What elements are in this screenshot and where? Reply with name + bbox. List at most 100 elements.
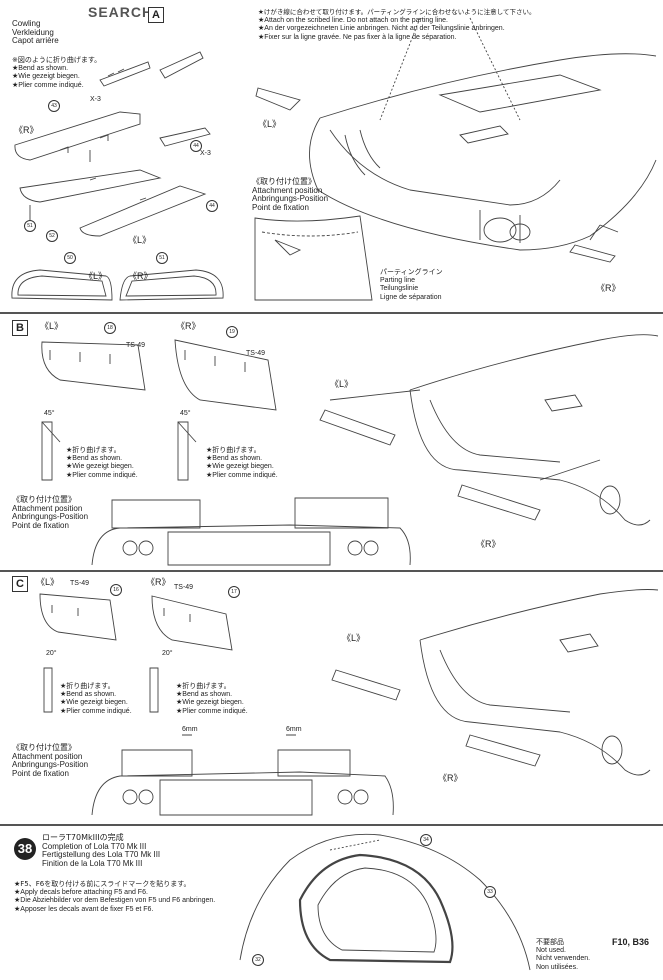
unused-line: 不要部品 — [536, 938, 564, 946]
r-label: 《R》 — [596, 283, 621, 293]
part-number-badge: 17 — [228, 586, 240, 598]
unused-parts-list: F10, B36 — [612, 937, 650, 947]
note-line: ★Apply decals before attaching F5 and F6… — [14, 888, 148, 896]
l-label: 《L》 — [40, 321, 64, 331]
l-label: 《L》 — [84, 271, 108, 281]
l-label: 《L》 — [258, 119, 282, 129]
part-number-badge: 51 — [156, 252, 168, 264]
l-label: 《L》 — [128, 235, 152, 245]
part-number-badge: 50 — [64, 252, 76, 264]
r-label: 《R》 — [476, 539, 501, 549]
l-label: 《L》 — [342, 633, 366, 643]
note-line: ★Wie gezeigt biegen. — [206, 463, 274, 470]
attach-line: 《取り付け位置》 — [12, 495, 76, 504]
l-label: 《L》 — [330, 379, 354, 389]
bend-note-right: ★折り曲げます。 ★Bend as shown. ★Wie gezeigt bi… — [206, 446, 278, 480]
title-line: Fertigstellung des Lola T70 Mk III — [42, 850, 161, 859]
angle-label: 45° — [180, 410, 191, 417]
section-a-box: A — [148, 7, 164, 23]
attach-line: Anbringungs-Position — [12, 512, 89, 521]
bend-note-left: ★折り曲げます。 ★Bend as shown. ★Wie gezeigt bi… — [60, 682, 132, 716]
x3-label: X-3 — [90, 96, 101, 103]
note-line: ★Die Abziehbilder vor dem Befestigen von… — [14, 897, 216, 904]
note-line: ★Bend as shown. — [176, 690, 233, 698]
step38-title: ローラT70MkIIIの完成 Completion of Lola T70 Mk… — [42, 833, 161, 868]
note-line: ★An der vorgezeichneten Linie anbringen.… — [258, 25, 505, 32]
title-line: Verkleidung — [12, 27, 54, 37]
section-b-attach-position: 《取り付け位置》 Attachment position Anbringungs… — [12, 495, 89, 530]
bend-note-left: ★折り曲げます。 ★Bend as shown. ★Wie gezeigt bi… — [66, 446, 138, 480]
part-number-badge: 19 — [226, 326, 238, 338]
attach-line: Attachment position — [12, 751, 83, 761]
x3-label: X-3 — [200, 150, 211, 157]
step-number-badge: 38 — [14, 838, 36, 860]
part-number-badge: 44 — [206, 200, 218, 212]
l-label: 《L》 — [36, 577, 60, 587]
dimension-label: 6mm — [286, 726, 302, 733]
note-line: ★折り曲げます。 — [206, 446, 261, 454]
part-number-badge: 33 — [484, 886, 496, 898]
attach-line: Anbringungs-Position — [252, 194, 329, 203]
unused-line: Not used. — [536, 946, 566, 954]
paint-label: TS-49 — [246, 350, 266, 357]
section-c-box: C — [12, 576, 28, 592]
parting-line: パーティングライン — [380, 268, 443, 276]
part-number-badge: 16 — [110, 584, 122, 596]
note-line: ★Bend as shown. — [60, 690, 117, 698]
part-number-badge: 18 — [104, 322, 116, 334]
note-line: ★Wie gezeigt biegen. — [66, 463, 134, 470]
note-line: ★折り曲げます。 — [176, 682, 231, 690]
section-a-attach-position: 《取り付け位置》 Attachment position Anbringungs… — [252, 177, 329, 212]
unused-line: Nicht verwenden. — [536, 955, 591, 962]
unused-parts-note: 不要部品 Not used. Nicht verwenden. Non util… — [536, 938, 590, 972]
note-line: ★折り曲げます。 — [66, 446, 121, 454]
section-divider-b-c — [0, 570, 663, 572]
part-number-badge: 34 — [420, 834, 432, 846]
angle-label: 20° — [46, 650, 57, 657]
section-a-title: Cowling Verkleidung Capot arrière — [12, 19, 59, 46]
note-line: ★Plier comme indiqué. — [66, 471, 138, 479]
note-line: ★Plier comme indiqué. — [12, 81, 84, 89]
note-line: ★Bend as shown. — [206, 454, 263, 462]
dimension-label: 6mm — [182, 726, 198, 733]
r-label: 《R》 — [438, 773, 463, 783]
attach-line: 《取り付け位置》 — [12, 743, 76, 752]
parting-line: Ligne de séparation — [380, 293, 442, 301]
title-line: Cowling — [12, 19, 41, 28]
section-a-scribe-note: ★けがき線に合わせて取り付けます。パーティングラインに合わせないように注意して下… — [258, 8, 535, 42]
note-line: ★Bend as shown. — [66, 454, 123, 462]
paint-label: TS-49 — [174, 584, 194, 591]
section-a-bend-note: ※図のように折り曲げます。 ★Bend as shown. ★Wie gezei… — [12, 56, 101, 90]
unused-line: Non utilisées. — [536, 963, 579, 971]
note-line: ※図のように折り曲げます。 — [12, 56, 102, 64]
section-b-box: B — [12, 320, 28, 336]
note-line: ★Wie gezeigt biegen. — [60, 699, 128, 706]
angle-label: 20° — [162, 650, 173, 657]
title-line: Capot arrière — [12, 36, 59, 45]
step38-decal-note: ★F5、F6を取り付ける前にスライドマークを貼ります。 ★Apply decal… — [14, 880, 215, 914]
paint-label: TS-49 — [126, 342, 146, 349]
bend-note-right: ★折り曲げます。 ★Bend as shown. ★Wie gezeigt bi… — [176, 682, 248, 716]
angle-label: 45° — [44, 410, 55, 417]
attach-line: 《取り付け位置》 — [252, 177, 316, 186]
section-divider-a-b — [0, 312, 663, 314]
note-line: ★Plier comme indiqué. — [206, 471, 278, 479]
note-line: ★Bend as shown. — [12, 64, 69, 72]
section-divider-c-38 — [0, 824, 663, 826]
note-line: ★Wie gezeigt biegen. — [176, 699, 244, 706]
part-number-badge: 44 — [190, 140, 202, 152]
part-number-badge: 51 — [24, 220, 36, 232]
parting-line: Teilungslinie — [380, 285, 419, 292]
part-number-badge: 32 — [252, 954, 264, 966]
attach-line: Point de fixation — [252, 202, 309, 212]
title-line: Finition de la Lola T70 Mk III — [42, 858, 143, 868]
r-label: 《R》 — [14, 125, 39, 135]
note-line: ★Plier comme indiqué. — [176, 707, 248, 715]
attach-line: Anbringungs-Position — [12, 760, 89, 769]
part-number-badge: 43 — [48, 100, 60, 112]
parting-line-note: パーティングライン Parting line Teilungslinie Lig… — [380, 268, 443, 302]
note-line: ★Fixer sur la ligne gravée. Ne pas fixer… — [258, 33, 457, 41]
watermark-text: SEARCH — [88, 4, 154, 20]
section-c-attach-position: 《取り付け位置》 Attachment position Anbringungs… — [12, 743, 89, 778]
